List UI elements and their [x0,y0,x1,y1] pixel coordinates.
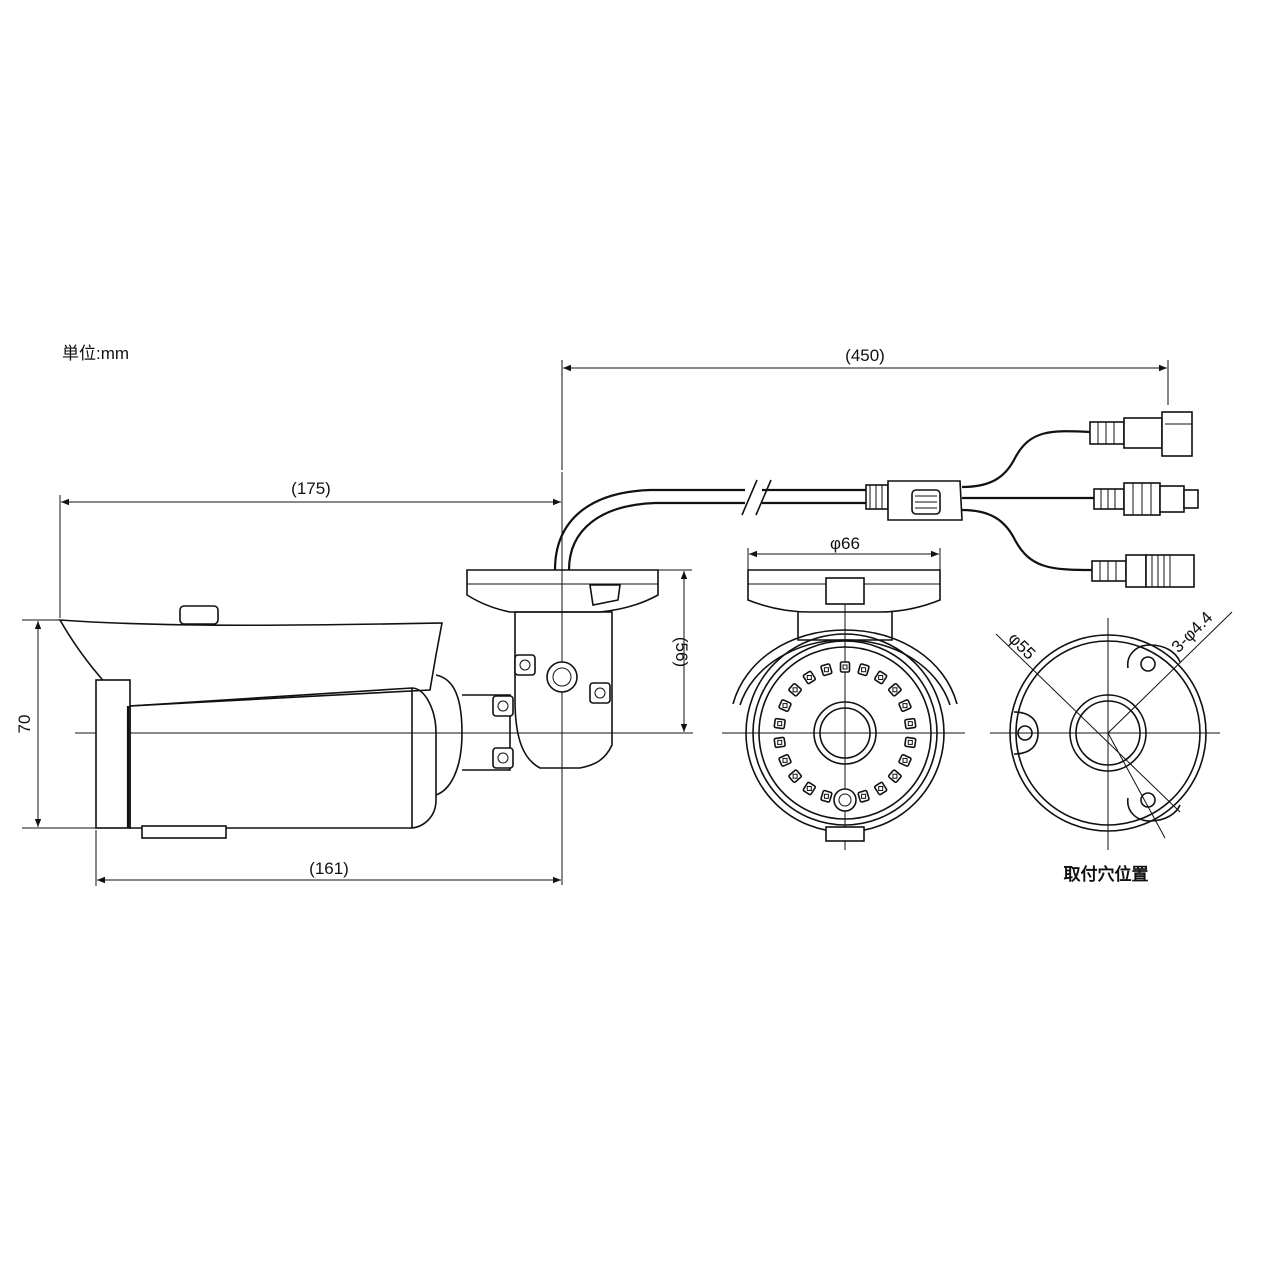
ir-led [788,682,803,697]
neck-screw-top [492,695,514,717]
ir-led [887,769,902,784]
front-lens-outer [813,701,877,765]
ir-led [788,769,803,784]
bracket-arm [514,611,613,769]
bracket-base-tab [589,584,621,606]
cable-left [553,488,745,571]
sun-hood [58,619,443,707]
bracket-knob [546,661,578,693]
bottom-foot [141,825,227,839]
ir-led [802,670,817,685]
ir-led [820,789,833,803]
ir-led [898,753,912,767]
front-bottom-screw [833,788,857,812]
ir-led [773,717,786,730]
neck-screw-bottom [492,747,514,769]
bracket-base [466,569,659,613]
ir-led [839,661,851,673]
mount-radius-line [1107,732,1166,839]
front-mount-tab [825,577,865,605]
dim-55-leader [995,633,1181,813]
dim-55-label: φ55 [1005,629,1040,664]
ir-led [857,789,870,803]
ir-led-ring [773,661,917,803]
mount-hole-bottom [1140,792,1156,808]
mount-plate-rim [1015,640,1201,826]
mount-plate-outer [1009,634,1207,832]
mount-slot-bottom [1126,797,1181,822]
front-hood-inner [739,639,951,706]
mount-neck [462,694,511,771]
ir-led [873,670,888,685]
front-face [758,646,932,820]
mounting-hole-view: φ55 3-φ4.4 取付穴位置 [990,608,1233,884]
dim-450-label: (450) [845,346,885,365]
mount-cable-hole-inner [1075,700,1141,766]
ir-led [773,736,786,749]
bracket-screw-right [589,682,611,704]
camera-body [129,687,437,829]
dimension-lines: (450) (175) (161) 70 (56) φ66 [15,346,1169,886]
bnc-connector [1093,482,1199,516]
ir-led [887,682,902,697]
front-body-ring-inner [752,640,938,826]
ir-led [802,781,817,796]
branch-cable-bottom [961,508,1093,572]
ir-led [778,699,792,713]
front-bottom-foot [825,826,865,842]
mount-slot-left [1013,711,1039,755]
ir-led [857,663,870,677]
dim-161-label: (161) [309,859,349,878]
ir-led [898,699,912,713]
front-mount-base [747,569,941,613]
mount-hole-left [1017,725,1033,741]
cable-break-2 [755,479,772,516]
mounting-caption: 取付穴位置 [1064,864,1149,884]
front-hood-outer [732,629,958,705]
dim-holes-label: 3-φ4.4 [1168,608,1217,657]
ir-led [904,736,917,749]
ir-led [904,717,917,730]
dim-66-label: φ66 [830,534,860,553]
cable-break-1 [741,479,758,516]
branch-cable-top [961,430,1091,489]
ir-led [873,781,888,796]
front-lens-inner [819,707,871,759]
dim-70-label: 70 [15,715,34,734]
bracket-screw-left [514,654,536,676]
mount-cable-hole-outer [1069,694,1147,772]
cable-junction [865,480,963,521]
dim-holes-leader [1107,611,1233,734]
ir-led [820,663,833,677]
dim-175-label: (175) [291,479,331,498]
front-view [722,569,965,850]
cable-left-inner [567,501,745,571]
front-bezel [95,679,131,829]
dim-56-label: (56) [672,637,691,667]
side-view [58,411,1199,885]
hood-top-nub [179,605,219,625]
rj45-connector [1089,411,1193,457]
mount-slot-top [1126,644,1181,669]
dc-connector [1091,554,1195,588]
mount-hole-top [1140,656,1156,672]
unit-note: 単位:mm [62,344,129,363]
ir-led [778,753,792,767]
rear-cap [435,674,463,796]
